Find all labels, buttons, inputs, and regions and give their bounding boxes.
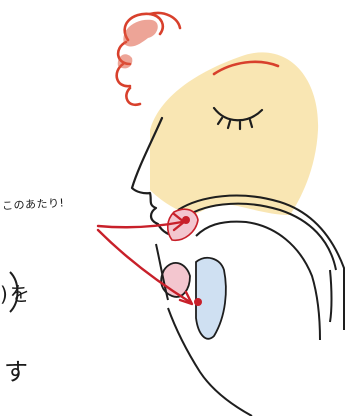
text-fragment-su: す [4,352,28,387]
text-fragment-wo: )を [0,278,32,307]
pharynx-back-wall [330,270,332,322]
target-dot-mouth [182,216,190,224]
throat-highlight [196,258,226,339]
face-skin-shading [150,52,318,215]
target-dot-throat [194,298,202,306]
annotation-label: このあたり! [2,194,65,213]
